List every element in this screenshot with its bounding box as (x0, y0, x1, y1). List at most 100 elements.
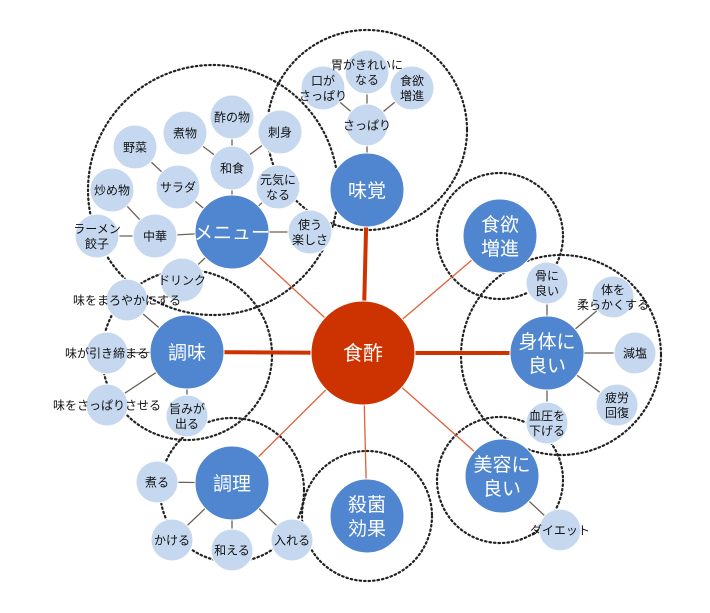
grandchild-node[interactable] (89, 167, 135, 213)
child-node-label: 体を柔らかくする (577, 283, 649, 312)
label-line: 増進 (481, 238, 519, 260)
label-line: 身体に (518, 331, 575, 353)
child-node-circle (159, 257, 205, 303)
label-line: 下げる (529, 424, 565, 438)
child-node[interactable] (85, 383, 129, 427)
branch-node-shintai-circle (509, 315, 585, 391)
branch-node-sakkin-label: 殺菌効果 (348, 494, 386, 540)
grandchild-node-circle (300, 65, 346, 111)
child-node[interactable] (150, 518, 194, 562)
label-line: 体を (601, 283, 625, 297)
label-line: 骨に (535, 269, 559, 283)
child-node-circle (287, 209, 333, 255)
child-node-label: 和える (214, 543, 250, 557)
branch-node-mikaku-label: 味覚 (348, 180, 386, 202)
label-line: なる (266, 188, 290, 202)
grandchild-node[interactable] (257, 109, 303, 155)
child-node[interactable] (591, 275, 635, 319)
grandchild-node[interactable] (300, 65, 346, 111)
grandchild-node-label: 刺身 (268, 124, 292, 139)
label-line: 味をさっぱりさせる (53, 398, 161, 412)
label-line: 炒め物 (94, 183, 130, 197)
child-node[interactable] (525, 261, 569, 305)
label-line: 元気に (260, 172, 296, 187)
child-node[interactable] (210, 528, 254, 572)
grandchild-node-circle (89, 167, 135, 213)
child-node-label: 元気になる (260, 172, 296, 202)
branch-node-menu-circle (194, 194, 270, 270)
grandchild-node[interactable] (344, 49, 390, 95)
child-node-circle (595, 383, 639, 427)
grandchild-node[interactable] (389, 65, 435, 111)
child-node-circle (209, 145, 255, 191)
child-node-circle (132, 213, 178, 259)
child-node-label: ダイエット (530, 522, 590, 537)
child-node-circle (525, 261, 569, 305)
label-line: 口が (311, 73, 335, 88)
label-line: 中華 (143, 228, 167, 243)
label-line: 胃がきれいに (331, 57, 403, 72)
child-node-label: 減塩 (623, 345, 647, 360)
grandchild-node-circle (112, 124, 158, 170)
child-node-circle (155, 164, 201, 210)
center-node-vinegar[interactable] (310, 300, 416, 406)
child-node[interactable] (85, 331, 129, 375)
child-node-circle (613, 331, 657, 375)
child-node[interactable] (105, 278, 149, 322)
branch-node-menu[interactable] (194, 194, 270, 270)
child-node[interactable] (209, 145, 255, 191)
child-node-circle (210, 528, 254, 572)
label-line: さっぱり (343, 118, 391, 132)
branch-node-choumi-circle (149, 314, 225, 390)
child-node[interactable] (613, 331, 657, 375)
child-node[interactable] (159, 257, 205, 303)
branch-node-shintai-label: 身体に良い (518, 331, 575, 377)
branch-node-shintai[interactable] (509, 315, 585, 391)
label-line: 味が引き締まる (65, 345, 149, 360)
child-node[interactable] (345, 103, 389, 147)
grandchild-node[interactable] (162, 110, 208, 156)
grandchild-node[interactable] (112, 124, 158, 170)
branch-node-biyou[interactable] (464, 438, 540, 514)
group-ring-biyou (435, 415, 565, 545)
grandchild-node-circle (209, 94, 255, 140)
label-line: ドリンク (158, 273, 206, 287)
branch-node-sakkin[interactable] (329, 478, 405, 554)
child-node[interactable] (255, 164, 301, 210)
label-line: 調味 (168, 342, 206, 364)
child-node-label: ドリンク (158, 273, 206, 287)
grandchild-node-circle (74, 213, 120, 259)
child-node-label: 入れる (274, 533, 310, 547)
child-node[interactable] (538, 508, 582, 552)
grandchild-node[interactable] (74, 213, 120, 259)
label-line: サラダ (160, 179, 196, 194)
child-node-label: 味をまろやかにする (73, 293, 181, 307)
child-node[interactable] (270, 518, 314, 562)
branch-node-shokuyoku[interactable] (462, 198, 538, 274)
label-line: メニュー (194, 222, 270, 244)
branch-node-choumi[interactable] (149, 314, 225, 390)
grandchild-node[interactable] (209, 94, 255, 140)
grandchild-node-label: 酢の物 (214, 109, 250, 124)
branch-node-chouri[interactable] (194, 445, 270, 521)
child-node-circle (165, 394, 209, 438)
child-node[interactable] (135, 460, 179, 504)
label-line: 美容に (473, 454, 530, 476)
child-node[interactable] (155, 164, 201, 210)
child-node[interactable] (165, 394, 209, 438)
center-node-vinegar-circle (310, 300, 416, 406)
child-node-label: 旨みが出る (169, 401, 205, 431)
child-node-circle (85, 383, 129, 427)
branch-node-mikaku[interactable] (329, 152, 405, 228)
label-line: 食欲 (400, 73, 424, 88)
child-node-label: サラダ (160, 179, 196, 194)
child-node[interactable] (525, 401, 569, 445)
child-node[interactable] (287, 209, 333, 255)
label-line: 和える (214, 543, 250, 557)
child-node[interactable] (132, 213, 178, 259)
child-node[interactable] (595, 383, 639, 427)
label-line: 旨みが (169, 401, 205, 416)
child-node-circle (135, 460, 179, 504)
group-ring-shokuyoku (435, 171, 565, 301)
